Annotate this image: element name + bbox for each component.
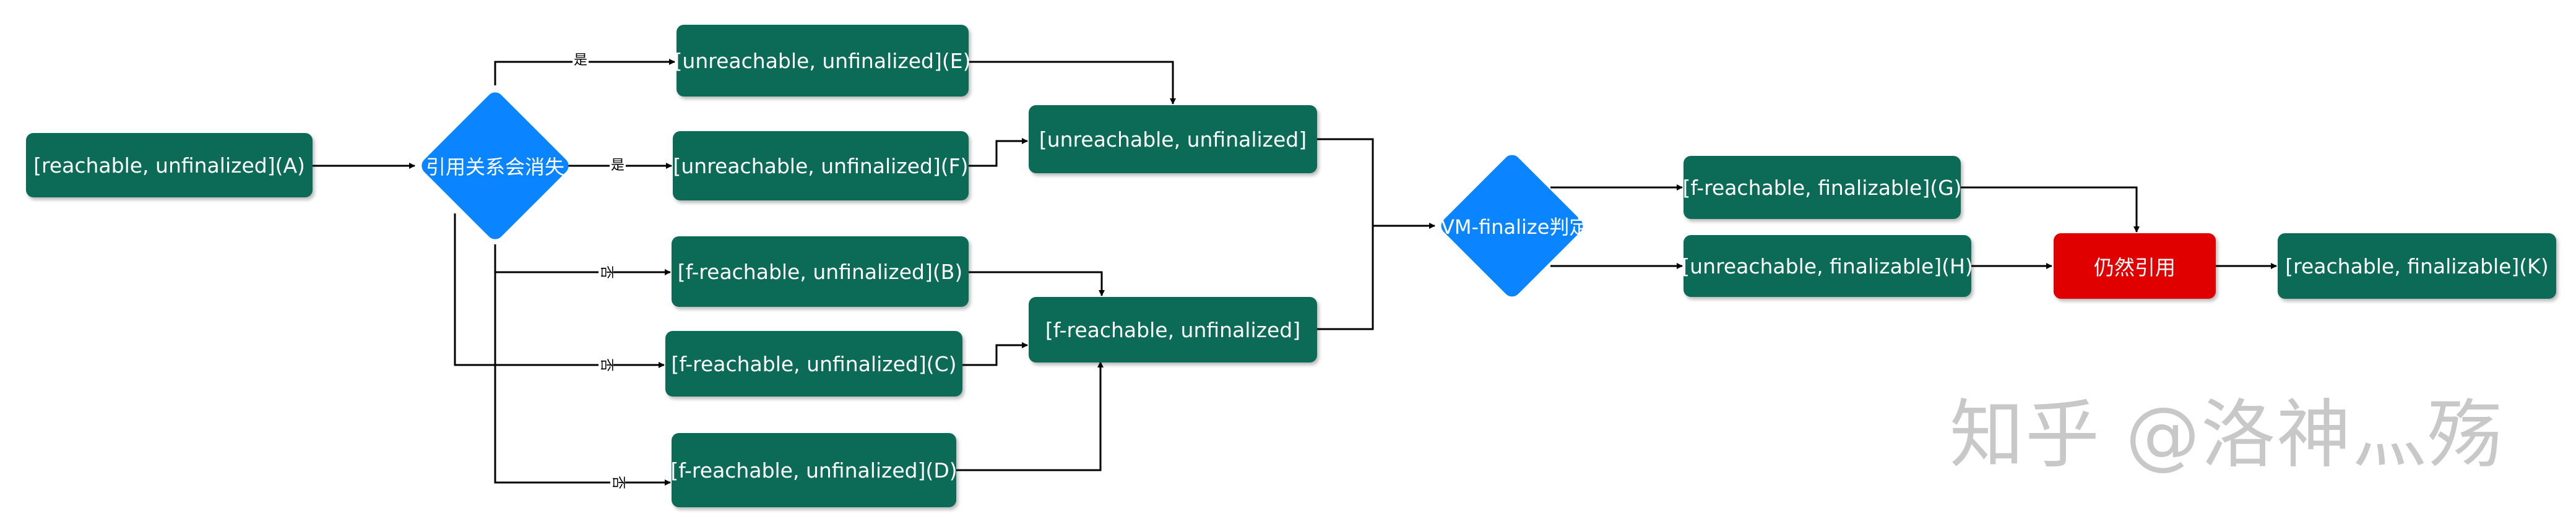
edge-decision-to-e xyxy=(494,59,675,85)
edge-d-to-fr1 xyxy=(956,361,1104,471)
node-k[interactable]: [reachable, finalizable](K) xyxy=(2278,233,2556,299)
node-freachable-merge[interactable]: [f-reachable, unfinalized] xyxy=(1029,297,1317,363)
edge-g-to-still xyxy=(1961,186,2140,233)
node-a[interactable]: [reachable, unfinalized](A) xyxy=(26,133,313,197)
edge-label-yes-f: 是 xyxy=(610,158,626,173)
node-g[interactable]: [f-reachable, finalizable](G) xyxy=(1682,156,1962,219)
node-e[interactable]: [unreachable, unfinalized](E) xyxy=(675,25,970,97)
edge-label-no-b: 否 xyxy=(599,264,615,281)
edge-decision-to-b xyxy=(494,244,671,275)
node-f[interactable]: [unreachable, unfinalized](F) xyxy=(673,131,969,200)
edge-decision-to-c xyxy=(454,213,665,368)
edge-b-to-fr1 xyxy=(969,271,1105,296)
edge-fr1-to-jvm xyxy=(1317,226,1374,330)
node-unreachable-merge[interactable]: [unreachable, unfinalized] xyxy=(1029,105,1317,173)
node-c[interactable]: [f-reachable, unfinalized](C) xyxy=(665,331,962,397)
node-d[interactable]: [f-reachable, unfinalized](D) xyxy=(670,433,957,507)
decision-jvm-finalize-shape xyxy=(1441,155,1583,297)
node-b[interactable]: [f-reachable, unfinalized](B) xyxy=(672,236,969,307)
watermark-text: 知乎 @洛神灬殇 xyxy=(1950,392,2504,478)
decision-ref-gone-shape xyxy=(421,92,569,239)
edge-label-no-d: 否 xyxy=(610,474,626,491)
edge-f-to-u1 xyxy=(969,138,1028,167)
node-still-referenced[interactable]: 仍然引用 xyxy=(2054,233,2216,299)
edge-decision-to-d xyxy=(494,244,671,486)
edge-e-to-u1 xyxy=(969,61,1176,105)
decision-jvm-finalize[interactable]: JVM-finalize判定 xyxy=(1435,148,1589,303)
decision-ref-gone-label: 引用关系会消失 xyxy=(425,155,564,179)
decision-ref-gone[interactable]: 引用关系会消失 xyxy=(415,85,576,246)
decision-jvm-finalize-label: JVM-finalize判定 xyxy=(1435,215,1589,239)
edge-label-yes-e: 是 xyxy=(573,53,589,68)
node-h[interactable]: [unreachable, finalizable](H) xyxy=(1682,235,1973,297)
edge-label-no-c: 否 xyxy=(599,356,615,374)
edge-u1-to-jvm xyxy=(1317,138,1435,229)
edge-c-to-fr1 xyxy=(962,342,1028,366)
